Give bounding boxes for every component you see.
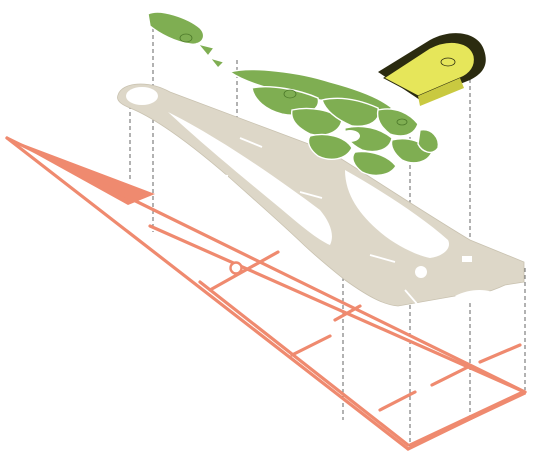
structure-layer (5, 136, 527, 451)
structure-rib (290, 334, 332, 357)
structure-rib (333, 304, 362, 322)
canopy-detail (396, 118, 408, 126)
canopy-detail (340, 130, 360, 142)
paving-cutout (455, 290, 500, 304)
building-roof (383, 41, 475, 97)
structure-rib (378, 390, 417, 412)
paving-cutout (126, 87, 158, 105)
building-roof-detail (440, 57, 456, 67)
structure-lower-rail (198, 280, 410, 447)
paving-cutout (345, 170, 450, 258)
structure-rib (208, 250, 280, 292)
paving-cutout (462, 256, 472, 262)
structure-ring-node (229, 261, 243, 275)
building-layer (378, 33, 486, 106)
canopy-patch (321, 97, 380, 127)
canopy-detail (283, 89, 297, 99)
structure-inner-rail (148, 224, 522, 392)
structure-rib (478, 343, 522, 364)
structure-bottom-thick-edge (408, 389, 527, 449)
canopy-detail (179, 33, 193, 43)
canopy-layer (147, 11, 439, 177)
canopy-patch (147, 11, 205, 45)
canopy-patch (376, 108, 419, 137)
structure-top-edge (5, 136, 527, 394)
paving-cutout (415, 266, 427, 278)
canopy-patch (196, 42, 216, 58)
canopy-patch (352, 150, 397, 177)
structure-rib (430, 364, 472, 387)
canopy-patch (307, 133, 353, 160)
paving-layer (117, 83, 525, 307)
canopy-patch (291, 107, 343, 136)
canopy-patch (208, 56, 226, 70)
paving-cutout (168, 112, 332, 245)
structure-bottom-edge (5, 136, 410, 451)
canopy-patch (417, 129, 439, 154)
building-wall (418, 78, 464, 106)
